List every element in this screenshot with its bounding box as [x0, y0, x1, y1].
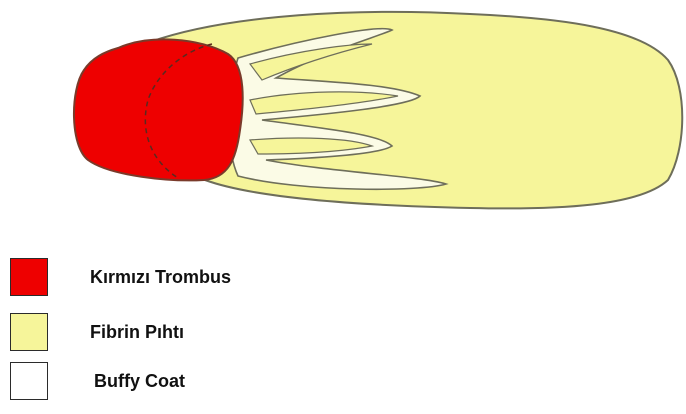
legend-label-buffy-coat: Buffy Coat [94, 371, 185, 392]
legend-label-fibrin: Fibrin Pıhtı [90, 322, 184, 343]
legend-item-fibrin: Fibrin Pıhtı [10, 313, 410, 355]
yellow-swatch [10, 313, 48, 351]
white-swatch [10, 362, 48, 400]
legend-item-buffy-coat: Buffy Coat [10, 362, 410, 404]
red-swatch [10, 258, 48, 296]
thrombus-diagram [0, 0, 686, 230]
red-thrombus-head [74, 39, 243, 180]
legend-label-red-thrombus: Kırmızı Trombus [90, 267, 231, 288]
legend-item-red-thrombus: Kırmızı Trombus [10, 258, 410, 300]
